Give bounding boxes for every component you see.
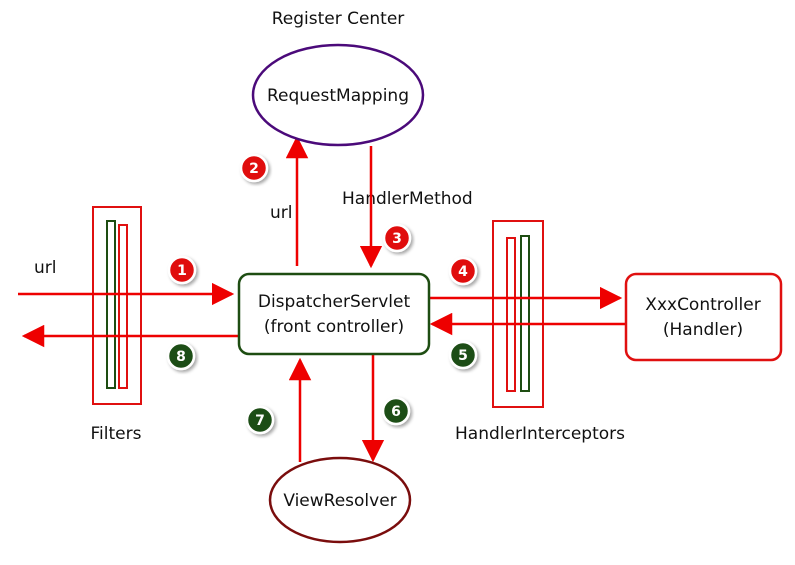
svg-text:1: 1 — [177, 263, 187, 279]
svg-text:2: 2 — [249, 161, 259, 177]
svg-text:3: 3 — [392, 231, 402, 247]
svg-text:7: 7 — [255, 413, 265, 429]
handler-method-label: HandlerMethod — [342, 189, 473, 209]
step-badge-5: 5 — [448, 340, 478, 370]
handler-interceptors-label: HandlerInterceptors — [455, 424, 625, 444]
url-input-label: url — [34, 258, 57, 278]
filters-label: Filters — [91, 424, 142, 444]
interceptor-bar-red — [506, 237, 516, 392]
controller-subtitle: (Handler) — [663, 320, 743, 340]
step-badge-6: 6 — [381, 396, 411, 426]
step-badge-8: 8 — [166, 341, 196, 371]
step-badge-4: 4 — [448, 256, 478, 286]
step-badge-2: 2 — [239, 153, 269, 183]
register-center-label: Register Center — [272, 9, 405, 29]
step-badge-3: 3 — [382, 223, 412, 253]
dispatcher-servlet-title: DispatcherServlet — [258, 292, 411, 312]
filters-box — [92, 206, 142, 405]
view-resolver-node: ViewResolver — [268, 456, 412, 544]
request-mapping-text: RequestMapping — [267, 86, 409, 106]
controller-title: XxxController — [645, 295, 760, 315]
svg-text:8: 8 — [176, 349, 186, 365]
filter-bar-red — [118, 224, 128, 389]
svg-text:5: 5 — [458, 348, 468, 364]
svg-text:4: 4 — [458, 264, 468, 280]
request-mapping-node: RequestMapping — [251, 43, 425, 147]
dispatcher-servlet-node: DispatcherServlet (front controller) — [237, 272, 431, 356]
view-resolver-text: ViewResolver — [283, 491, 396, 511]
handler-interceptors-box — [492, 220, 544, 408]
dispatcher-servlet-subtitle: (front controller) — [264, 317, 404, 337]
step-badge-7: 7 — [245, 405, 275, 435]
url-lookup-label: url — [270, 203, 293, 223]
controller-node: XxxController (Handler) — [624, 272, 783, 362]
svg-text:6: 6 — [391, 404, 401, 420]
step-badge-1: 1 — [167, 255, 197, 285]
filter-bar-green — [106, 220, 116, 389]
interceptor-bar-green — [520, 235, 530, 392]
